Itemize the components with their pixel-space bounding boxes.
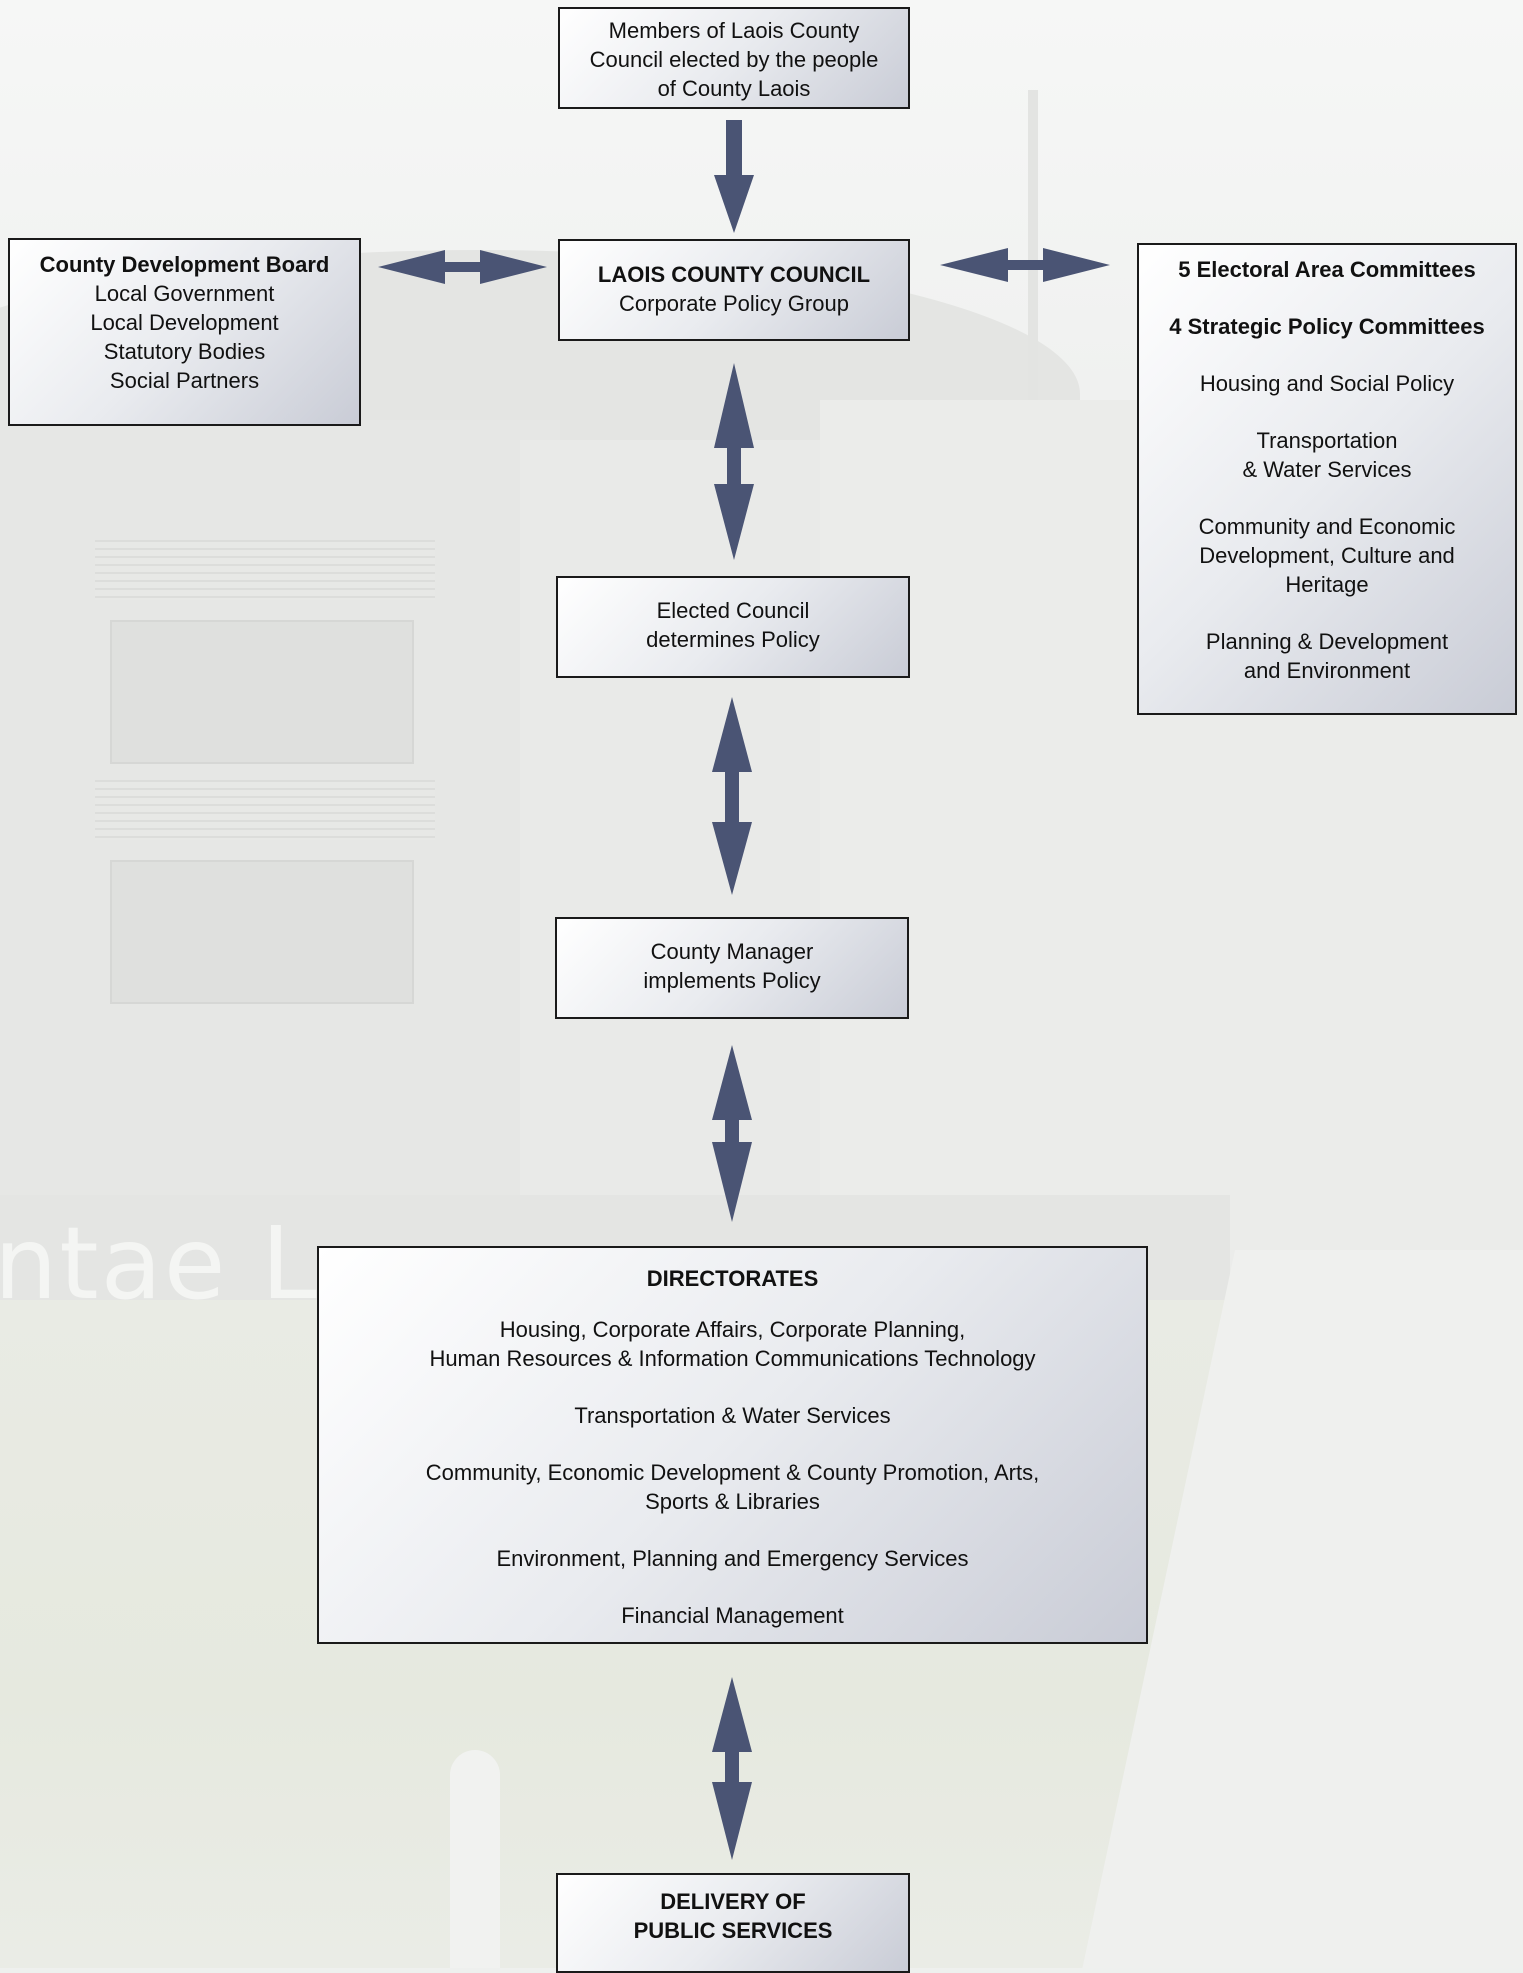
- arrow-council-elected: [714, 363, 754, 560]
- committee-item: & Water Services: [1242, 457, 1412, 482]
- background-building-center: [520, 440, 820, 1200]
- directorate-item: Financial Management: [621, 1603, 844, 1628]
- elected-council-box: Elected Council determines Policy: [556, 576, 910, 678]
- committee-item: Housing and Social Policy: [1199, 371, 1455, 396]
- members-box: Members of Laois County Council elected …: [558, 7, 910, 109]
- delivery-box: DELIVERY OF PUBLIC SERVICES: [556, 1873, 910, 1973]
- background-louver: [95, 780, 435, 840]
- committees-box: 5 Electoral Area Committees 4 Strategic …: [1137, 243, 1517, 715]
- council-title: LAOIS COUNTY COUNCIL: [597, 262, 871, 287]
- cdb-title: County Development Board: [39, 252, 330, 277]
- manager-line: County Manager: [650, 939, 814, 964]
- spacer: [319, 1516, 1146, 1544]
- arrow-directorates-delivery: [712, 1677, 752, 1860]
- electoral-area-committees-heading: 5 Electoral Area Committees: [1178, 257, 1476, 282]
- directorates-box: DIRECTORATES Housing, Corporate Affairs,…: [317, 1246, 1148, 1644]
- background-bollard: [450, 1750, 500, 1968]
- committee-item: Heritage: [1285, 572, 1369, 597]
- committee-item: Community and Economic: [1198, 514, 1456, 539]
- cdb-item: Local Development: [90, 310, 279, 335]
- delivery-line: DELIVERY OF: [660, 1889, 806, 1914]
- arrow-manager-directorates: [712, 1045, 752, 1222]
- arrow-cdb-council: [378, 250, 547, 284]
- county-manager-box: County Manager implements Policy: [555, 917, 909, 1019]
- elected-line: Elected Council: [656, 598, 810, 623]
- county-development-board-box: County Development Board Local Governmen…: [8, 238, 361, 426]
- arrow-council-committees: [940, 248, 1110, 282]
- council-subtitle: Corporate Policy Group: [619, 291, 849, 316]
- spacer: [319, 1373, 1146, 1401]
- members-line: of County Laois: [657, 76, 811, 101]
- spacer: [1139, 398, 1515, 426]
- directorate-item: Community, Economic Development & County…: [425, 1460, 1040, 1485]
- spacer: [1139, 484, 1515, 512]
- committee-item: Planning & Development: [1205, 629, 1449, 654]
- arrow-members-to-council: [714, 120, 754, 233]
- cdb-item: Statutory Bodies: [103, 339, 266, 364]
- spacer: [319, 1573, 1146, 1601]
- manager-line: implements Policy: [643, 968, 821, 993]
- directorates-title: DIRECTORATES: [646, 1266, 819, 1291]
- background-window: [110, 620, 414, 764]
- directorate-item: Human Resources & Information Communicat…: [429, 1346, 1036, 1371]
- spacer: [1139, 599, 1515, 627]
- members-line: Council elected by the people: [589, 47, 879, 72]
- directorate-item: Sports & Libraries: [645, 1489, 820, 1514]
- spacer: [1139, 341, 1515, 369]
- spacer: [1139, 284, 1515, 312]
- background-window: [110, 860, 414, 1004]
- background-louver: [95, 540, 435, 600]
- elected-line: determines Policy: [646, 627, 820, 652]
- arrow-elected-manager: [712, 697, 752, 895]
- cdb-item: Local Government: [94, 281, 275, 306]
- directorate-item: Environment, Planning and Emergency Serv…: [496, 1546, 969, 1571]
- spacer: [319, 1430, 1146, 1458]
- committee-item: and Environment: [1243, 658, 1411, 683]
- cdb-item: Social Partners: [109, 368, 260, 393]
- members-line: Members of Laois County: [608, 18, 860, 43]
- delivery-line: PUBLIC SERVICES: [633, 1918, 833, 1943]
- committee-item: Transportation: [1256, 428, 1398, 453]
- council-box: LAOIS COUNTY COUNCIL Corporate Policy Gr…: [558, 239, 910, 341]
- committee-item: Development, Culture and: [1199, 543, 1455, 568]
- directorate-item: Housing, Corporate Affairs, Corporate Pl…: [499, 1317, 966, 1342]
- strategic-policy-committees-heading: 4 Strategic Policy Committees: [1169, 314, 1485, 339]
- directorate-item: Transportation & Water Services: [574, 1403, 891, 1428]
